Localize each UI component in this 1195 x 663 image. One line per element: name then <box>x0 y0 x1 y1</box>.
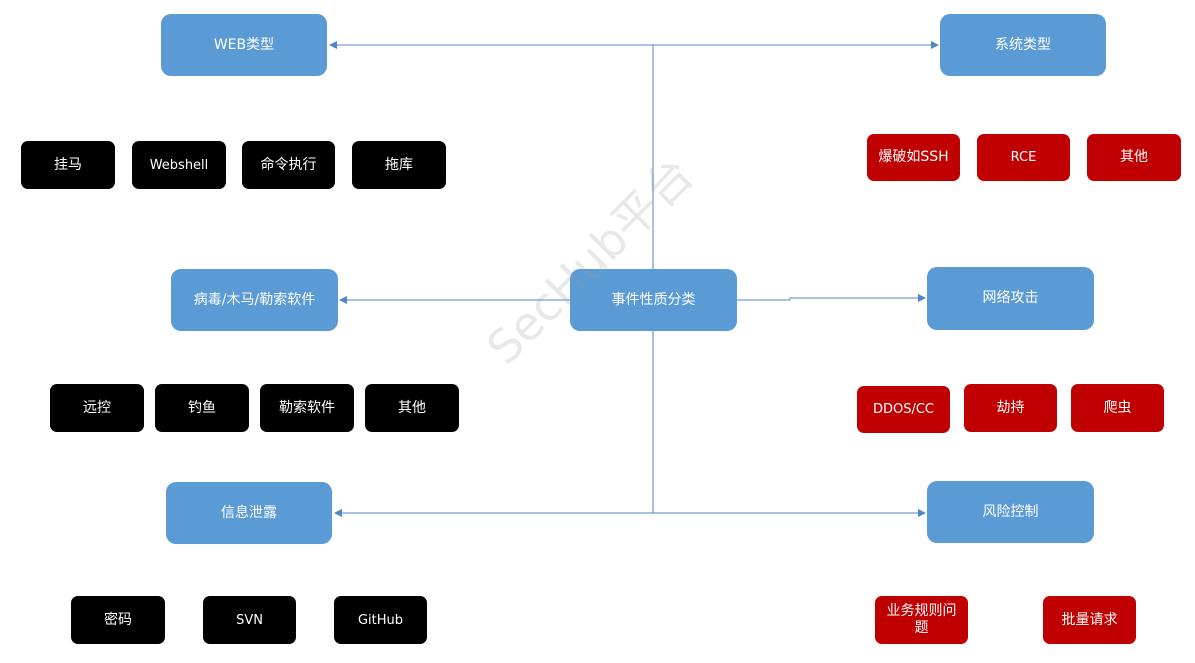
item-network-hijack: 劫持 <box>964 384 1057 432</box>
item-network-crawler: 爬虫 <box>1071 384 1164 432</box>
item-web-webshell: Webshell <box>132 141 226 189</box>
item-web-guama: 挂马 <box>21 141 115 189</box>
item-malware-remote-control: 远控 <box>50 384 144 432</box>
category-leak: 信息泄露 <box>166 482 332 544</box>
category-malware: 病毒/木马/勒索软件 <box>171 269 338 331</box>
edge-to-network <box>737 294 926 302</box>
category-system: 系统类型 <box>940 14 1106 76</box>
item-malware-other: 其他 <box>365 384 459 432</box>
item-leak-github: GitHub <box>334 596 427 644</box>
item-network-ddos: DDOS/CC <box>857 386 950 433</box>
center-node: 事件性质分类 <box>570 269 737 331</box>
category-network: 网络攻击 <box>927 267 1094 330</box>
item-risk-business-rules: 业务规则问题 <box>875 596 968 644</box>
item-malware-ransomware: 勒索软件 <box>260 384 354 432</box>
category-web: WEB类型 <box>161 14 327 76</box>
item-system-rce: RCE <box>977 134 1070 181</box>
item-web-tuoku: 拖库 <box>352 141 446 189</box>
item-system-other: 其他 <box>1087 134 1181 181</box>
item-web-command-exec: 命令执行 <box>242 141 335 189</box>
category-risk: 风险控制 <box>927 481 1094 543</box>
item-leak-password: 密码 <box>71 596 165 644</box>
item-malware-phishing: 钓鱼 <box>155 384 249 432</box>
item-system-bruteforce: 爆破如SSH <box>867 134 960 181</box>
item-risk-batch-request: 批量请求 <box>1043 596 1136 644</box>
item-leak-svn: SVN <box>203 596 296 644</box>
